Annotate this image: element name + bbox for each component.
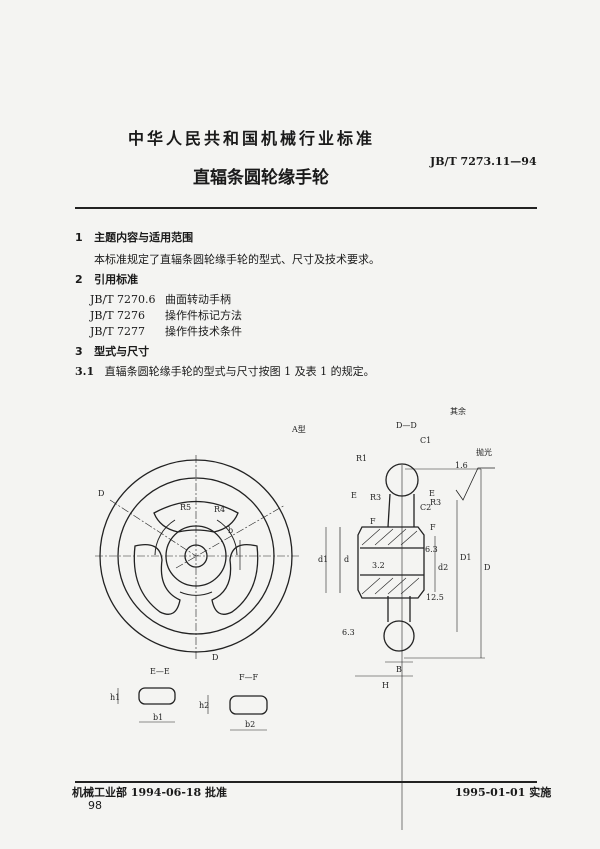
reference-title: 操作件技术条件 bbox=[165, 325, 242, 338]
section-body: 直辐条圆轮缘手轮的型式与尺寸按图 1 及表 1 的规定。 bbox=[104, 365, 375, 378]
dim-label: H bbox=[382, 681, 389, 690]
effective-date: 1995-01-01 实施 bbox=[455, 786, 552, 799]
reference-code: JB/T 7270.6 bbox=[90, 293, 156, 306]
footer-rule bbox=[75, 781, 537, 783]
section-number: 3.1 bbox=[75, 365, 95, 378]
roughness-polish: 1.6 bbox=[455, 461, 468, 470]
dim-label: d bbox=[344, 555, 349, 564]
page-number: 98 bbox=[88, 799, 102, 812]
dim-label: B bbox=[396, 665, 402, 674]
roughness-bore: 3.2 bbox=[372, 561, 385, 570]
section-ff-label: F—F bbox=[239, 673, 259, 682]
dim-label: E bbox=[351, 491, 357, 500]
dim-label: R5 bbox=[180, 503, 191, 512]
dim-label: D bbox=[98, 489, 104, 498]
dim-label: C1 bbox=[420, 436, 431, 445]
dim-label: R1 bbox=[356, 454, 367, 463]
section-1-body: 本标准规定了直辐条圆轮缘手轮的型式、尺寸及技术要求。 bbox=[94, 253, 380, 266]
dim-label: D bbox=[212, 653, 218, 662]
dim-label: d2 bbox=[438, 563, 448, 572]
dim-label: h2 bbox=[199, 701, 209, 710]
reference-item: JB/T 7277 操作件技术条件 bbox=[90, 323, 242, 339]
section-3-1: 3.1 直辐条圆轮缘手轮的型式与尺寸按图 1 及表 1 的规定。 bbox=[75, 363, 375, 379]
section-2-heading: 2 引用标准 bbox=[75, 271, 138, 287]
dim-label: F bbox=[370, 517, 376, 526]
dim-label: R3 bbox=[370, 493, 381, 502]
roughness-left: 6.3 bbox=[342, 628, 355, 637]
dim-label: D bbox=[484, 563, 490, 572]
dim-label: d1 bbox=[318, 555, 328, 564]
section-number: 2 bbox=[75, 273, 83, 286]
section-1-heading: 1 主题内容与适用范围 bbox=[75, 229, 193, 245]
section-number: 3 bbox=[75, 345, 83, 358]
dim-label: R4 bbox=[214, 505, 225, 514]
dim-label: b2 bbox=[245, 720, 255, 729]
section-3-heading: 3 型式与尺寸 bbox=[75, 343, 149, 359]
front-view bbox=[95, 455, 341, 660]
header-rule bbox=[75, 207, 537, 209]
section-ff bbox=[207, 695, 268, 731]
dim-label: R3 bbox=[430, 498, 441, 507]
dim-label: E bbox=[429, 489, 435, 498]
dim-label: b1 bbox=[153, 713, 163, 722]
approval-info: 机械工业部 1994-06-18 批准 bbox=[72, 786, 228, 799]
reference-item: JB/T 7270.6 曲面转动手柄 bbox=[90, 291, 231, 307]
section-title: 引用标准 bbox=[94, 273, 139, 286]
reference-title: 操作件标记方法 bbox=[165, 309, 242, 322]
section-number: 1 bbox=[75, 231, 83, 244]
polish-label: 抛光 bbox=[476, 447, 492, 457]
section-view-dd bbox=[325, 463, 495, 830]
section-ee bbox=[117, 687, 176, 723]
reference-item: JB/T 7276 操作件标记方法 bbox=[90, 307, 242, 323]
reference-code: JB/T 7277 bbox=[90, 325, 146, 338]
dim-label: b bbox=[228, 526, 233, 535]
dim-label: C2 bbox=[420, 503, 431, 512]
dim-label: F bbox=[430, 523, 436, 532]
standard-code: JB/T 7273.11—94 bbox=[430, 155, 537, 168]
roughness-hub: 6.3 bbox=[425, 545, 438, 554]
section-title: 型式与尺寸 bbox=[94, 345, 150, 358]
section-ee-label: E—E bbox=[150, 667, 170, 676]
reference-title: 曲面转动手柄 bbox=[165, 293, 231, 306]
roughness-hub: 12.5 bbox=[426, 593, 444, 602]
section-dd-label: D—D bbox=[396, 421, 417, 430]
surface-rest-label: 其余 bbox=[450, 406, 466, 416]
type-label: A型 bbox=[291, 425, 306, 434]
issuing-organization: 中华人民共和国机械行业标准 bbox=[128, 129, 376, 148]
dim-label: h1 bbox=[110, 693, 120, 702]
reference-code: JB/T 7276 bbox=[90, 309, 146, 322]
dim-label: D1 bbox=[460, 553, 472, 562]
document-title: 直辐条圆轮缘手轮 bbox=[193, 168, 329, 188]
section-title: 主题内容与适用范围 bbox=[94, 231, 194, 244]
